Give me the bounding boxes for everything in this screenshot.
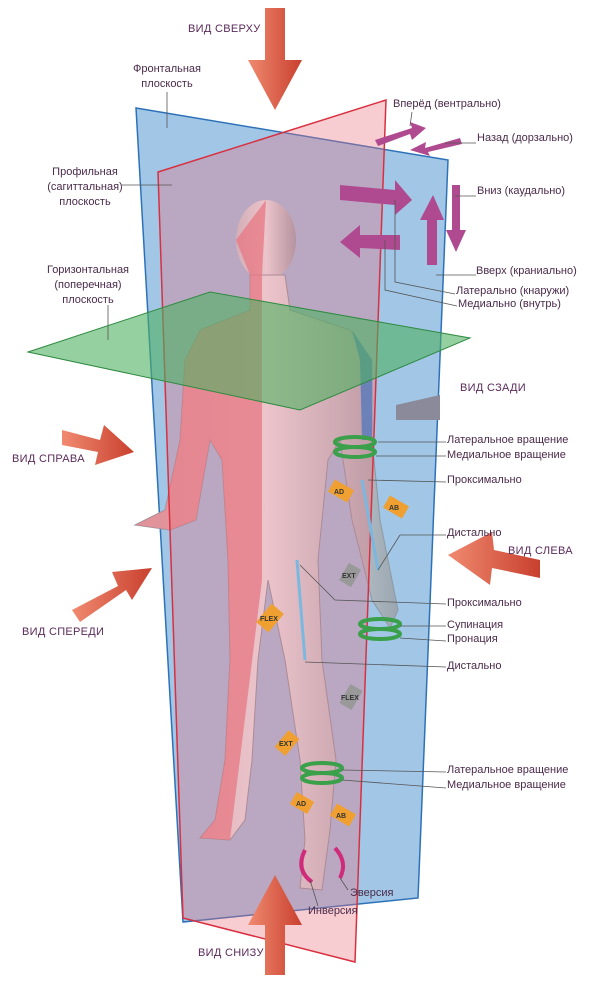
foot-rotation-arrows <box>299 846 346 884</box>
tag-ext-shin: EXT <box>274 730 300 756</box>
svg-text:AB: AB <box>389 505 399 512</box>
svg-text:FLEX: FLEX <box>260 616 278 623</box>
svg-text:FLEX: FLEX <box>341 695 359 702</box>
lateral-label: Латерально (кнаружи) <box>456 285 570 297</box>
direction-arrows <box>340 122 466 265</box>
leg-medial-rotation-label: Медиальное вращение <box>447 779 566 791</box>
eversion-label: Эверсия <box>350 887 394 899</box>
forward-label: Вперёд (вентрально) <box>393 98 501 110</box>
backward-label: Назад (дорзально) <box>477 132 573 144</box>
arm-distal-label: Дистально <box>447 527 502 539</box>
motion-tags: AD AB EXT FLEX FLEX EXT AD AB <box>256 479 410 827</box>
label-line: (поперечная) <box>54 279 122 291</box>
tag-ext-arm: EXT <box>338 562 362 588</box>
svg-text:AD: AD <box>334 489 344 496</box>
tag-ad-arm: AD <box>327 479 355 503</box>
svg-text:EXT: EXT <box>279 741 293 748</box>
label-line: Фронтальная <box>132 63 201 75</box>
label-line: плоскость <box>59 196 111 208</box>
view-front-label: ВИД СПЕРЕДИ <box>22 626 105 638</box>
view-top-arrow <box>248 8 302 110</box>
label-line: Горизонтальная <box>46 264 130 276</box>
view-back-label: ВИД СЗАДИ <box>460 382 526 394</box>
horizontal-plane <box>26 291 472 411</box>
proximal-distal-arrows <box>295 479 380 661</box>
label-line: (сагиттальная) <box>47 181 123 193</box>
view-top-label: ВИД СВЕРХУ <box>188 23 261 35</box>
leg-distal-label: Дистально <box>447 660 502 672</box>
arm-medial-rotation-label: Медиальное вращение <box>447 449 566 461</box>
view-left-label: ВИД СЛЕВА <box>508 545 573 557</box>
tag-flex-knee: FLEX <box>339 683 363 711</box>
label-line: Профильная <box>52 166 118 178</box>
medial-label: Медиально (внутрь) <box>458 298 561 310</box>
pronation-label: Пронация <box>447 633 498 645</box>
tag-ab-arm: AB <box>382 495 410 519</box>
svg-text:AD: AD <box>296 801 306 808</box>
up-label: Вверх (краниально) <box>476 265 577 277</box>
frontal-plane-label: Фронтальная плоскость <box>117 62 217 92</box>
label-line: плоскость <box>62 294 114 306</box>
sagittal-plane-label: Профильная (сагиттальная) плоскость <box>35 165 135 210</box>
leg-proximal-label: Проксимально <box>447 597 522 609</box>
tag-flex-thigh: FLEX <box>256 603 284 633</box>
arm-proximal-label: Проксимально <box>447 474 522 486</box>
down-label: Вниз (каудально) <box>477 185 566 197</box>
svg-text:AB: AB <box>336 813 346 820</box>
leader-lines <box>107 92 476 907</box>
view-right-label: ВИД СПРАВА <box>12 453 85 465</box>
view-arrows <box>62 8 540 975</box>
view-bottom-label: ВИД СНИЗУ <box>198 947 264 959</box>
horizontal-plane-label: Горизонтальная (поперечная) плоскость <box>33 263 143 308</box>
svg-text:EXT: EXT <box>342 573 356 580</box>
view-bottom-arrow <box>248 875 302 975</box>
rotation-arrows <box>300 435 402 785</box>
label-line: плоскость <box>141 78 193 90</box>
view-left-arrow <box>448 532 540 585</box>
supination-label: Супинация <box>447 619 504 631</box>
tag-ad-foot: AD <box>289 791 315 815</box>
view-back-arrow <box>396 395 440 420</box>
arm-lateral-rotation-label: Латеральное вращение <box>447 434 569 446</box>
leg-lateral-rotation-label: Латеральное вращение <box>447 764 569 776</box>
tag-ab-foot: AB <box>329 803 357 827</box>
inversion-label: Инверсия <box>308 905 358 917</box>
view-right-arrow <box>62 425 134 465</box>
sagittal-plane <box>157 98 387 963</box>
view-front-arrow <box>72 568 152 622</box>
